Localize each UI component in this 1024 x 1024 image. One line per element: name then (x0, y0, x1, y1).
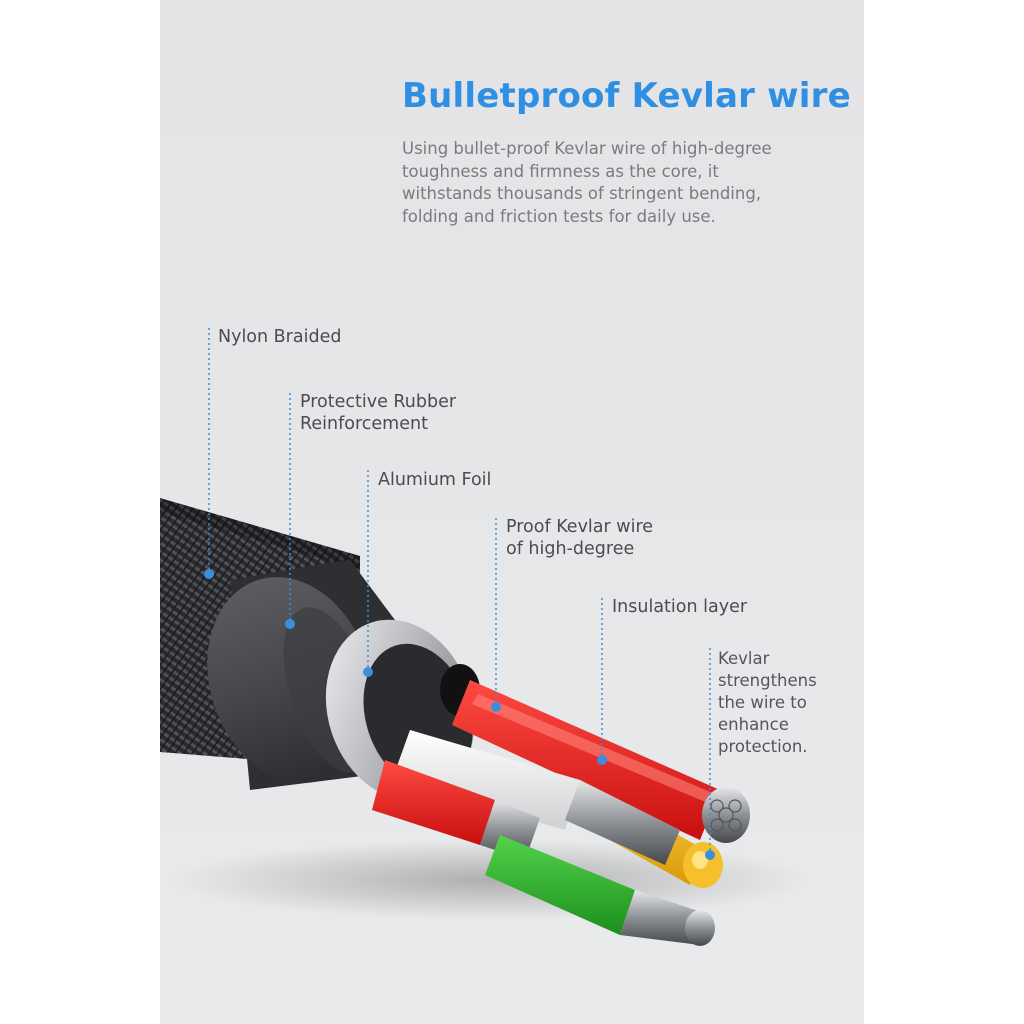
label-protective-rubber: Protective Rubber Reinforcement (300, 392, 457, 434)
red-wire-lower (372, 760, 540, 860)
label-insulation-layer: Insulation layer (612, 597, 748, 617)
leader-dots (204, 569, 715, 860)
description-line: Using bullet-proof Kevlar wire of high-d… (402, 139, 772, 158)
description-line: toughness and firmness as the core, it (402, 161, 719, 181)
label-alumium-foil: Alumium Foil (378, 470, 492, 490)
leader-lines (208, 328, 711, 855)
white-wire (392, 730, 680, 865)
description-line: folding and friction tests for daily use… (402, 206, 716, 226)
headline: Bulletproof Kevlar wire (402, 76, 851, 116)
description-line: withstands thousands of stringent bendin… (402, 184, 762, 203)
green-wire (485, 835, 715, 946)
description: Using bullet-proof Kevlar wire of high-d… (402, 138, 822, 228)
cable-illustration (160, 328, 810, 946)
red-wire-upper (452, 680, 750, 843)
label-nylon-braided: Nylon Braided (218, 327, 342, 347)
label-kevlar-note: Kevlar strengthens the wire to enhance p… (718, 649, 817, 756)
label-kevlar-wire: Proof Kevlar wire of high-degree (506, 517, 654, 559)
product-panel: Bulletproof Kevlar wire Using bullet-pro… (160, 0, 864, 1024)
